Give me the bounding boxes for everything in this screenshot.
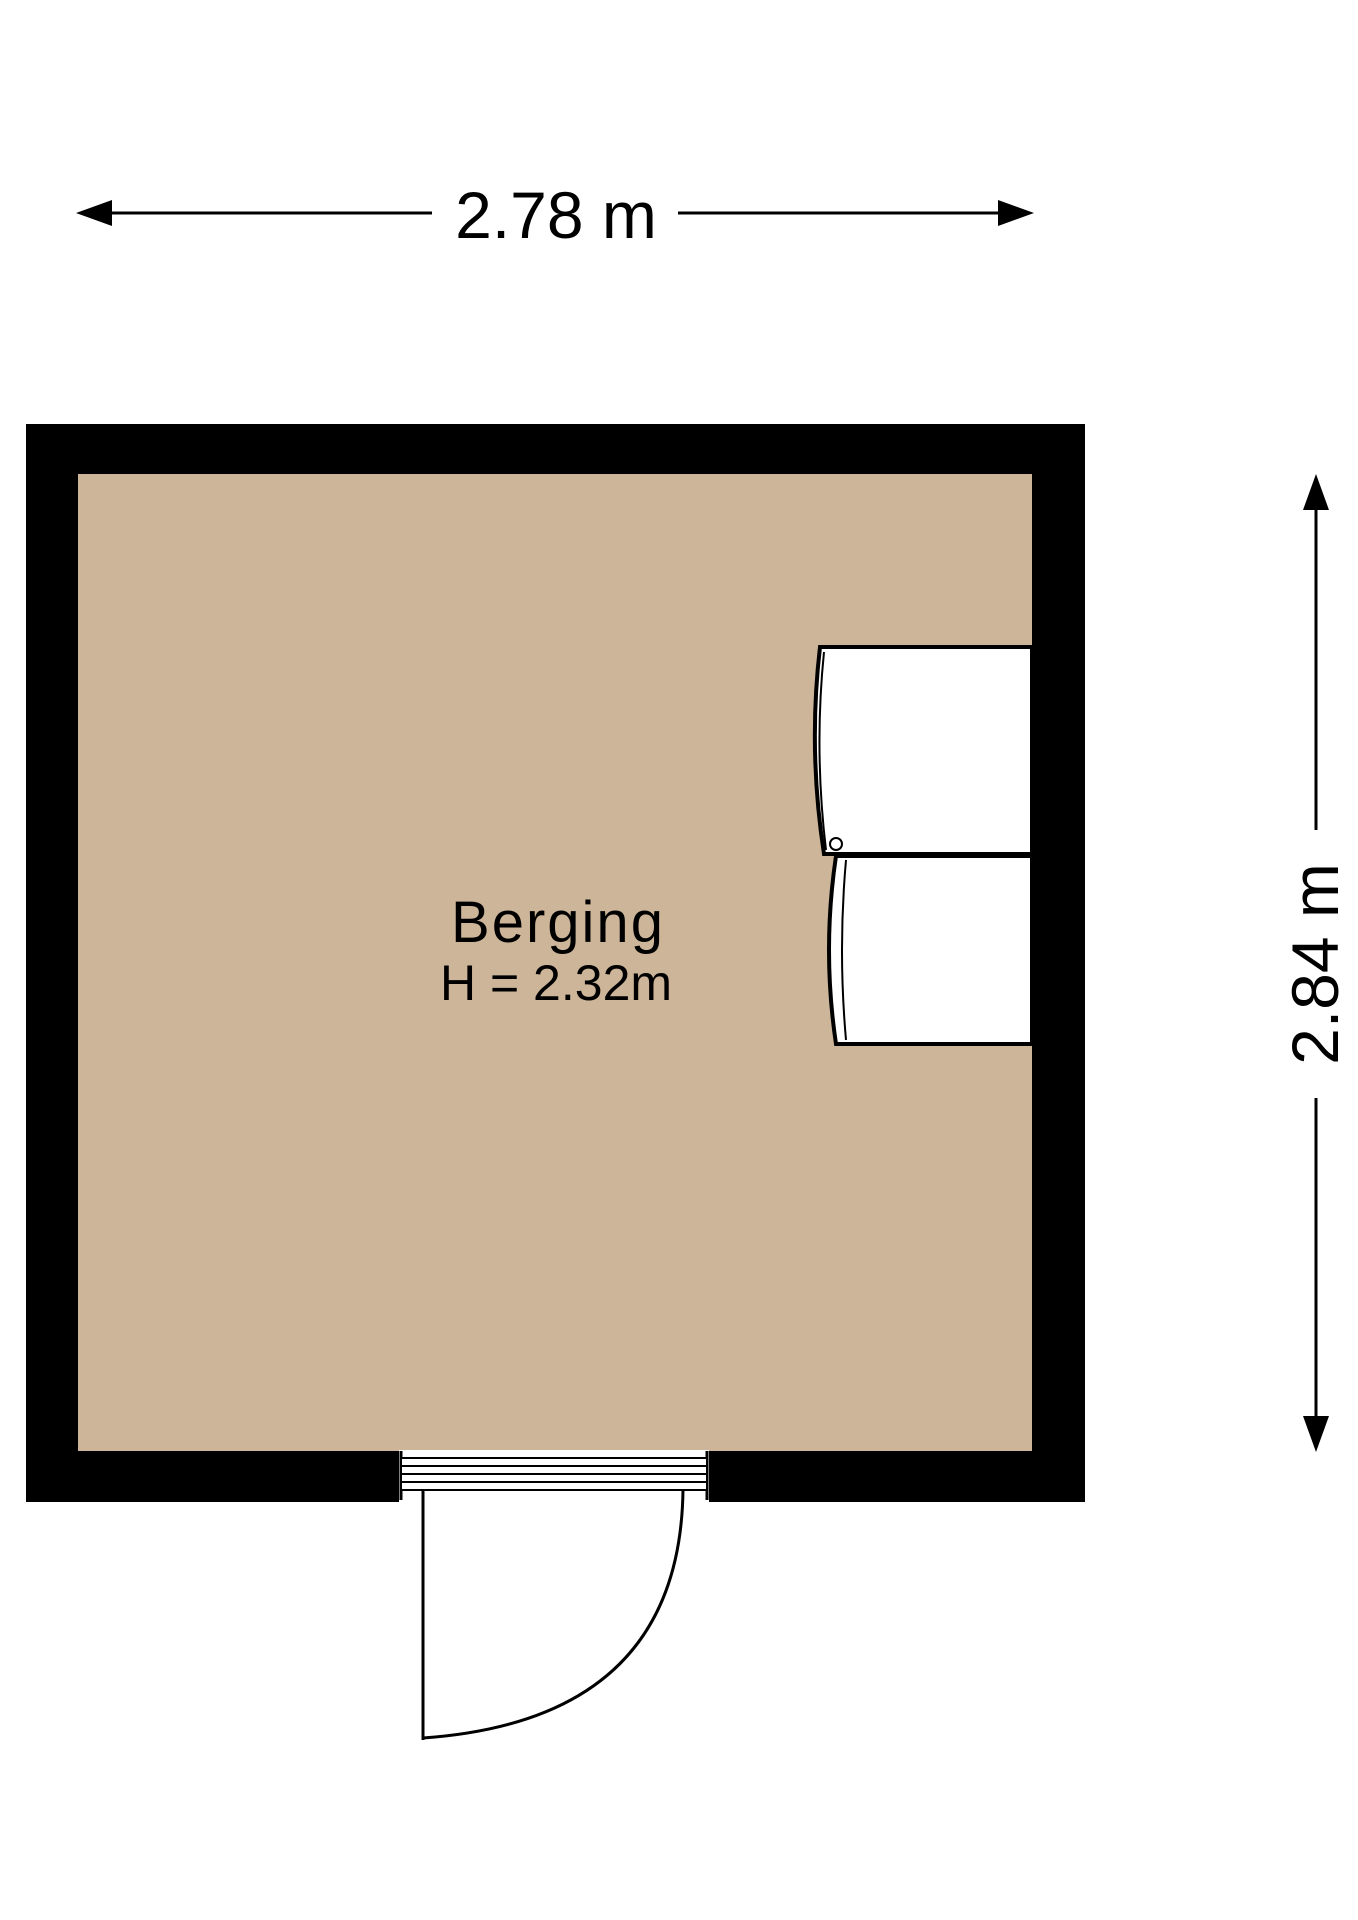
appliances (812, 645, 1034, 1046)
width-dimension: 2.78 m (76, 178, 1034, 252)
arrow-left-icon (76, 200, 112, 226)
appliance-lower (827, 854, 1034, 1046)
appliance-lower-door-edge (841, 859, 847, 1041)
arrow-down-icon (1303, 1416, 1329, 1452)
door (399, 1451, 709, 1740)
arrow-right-icon (998, 200, 1034, 226)
height-dimension: 2.84 m (1278, 474, 1352, 1452)
appliance-upper-door-edge (818, 651, 827, 851)
appliance-upper (812, 645, 1034, 856)
height-dimension-label: 2.84 m (1278, 863, 1352, 1065)
room-label: Berging H = 2.32m (440, 890, 672, 1011)
room-name: Berging (451, 890, 665, 955)
room-height: H = 2.32m (440, 955, 672, 1011)
arrow-up-icon (1303, 474, 1329, 510)
door-swing-arc (422, 1489, 685, 1740)
appliance-knob-icon (829, 837, 843, 851)
width-dimension-label: 2.78 m (455, 178, 657, 252)
